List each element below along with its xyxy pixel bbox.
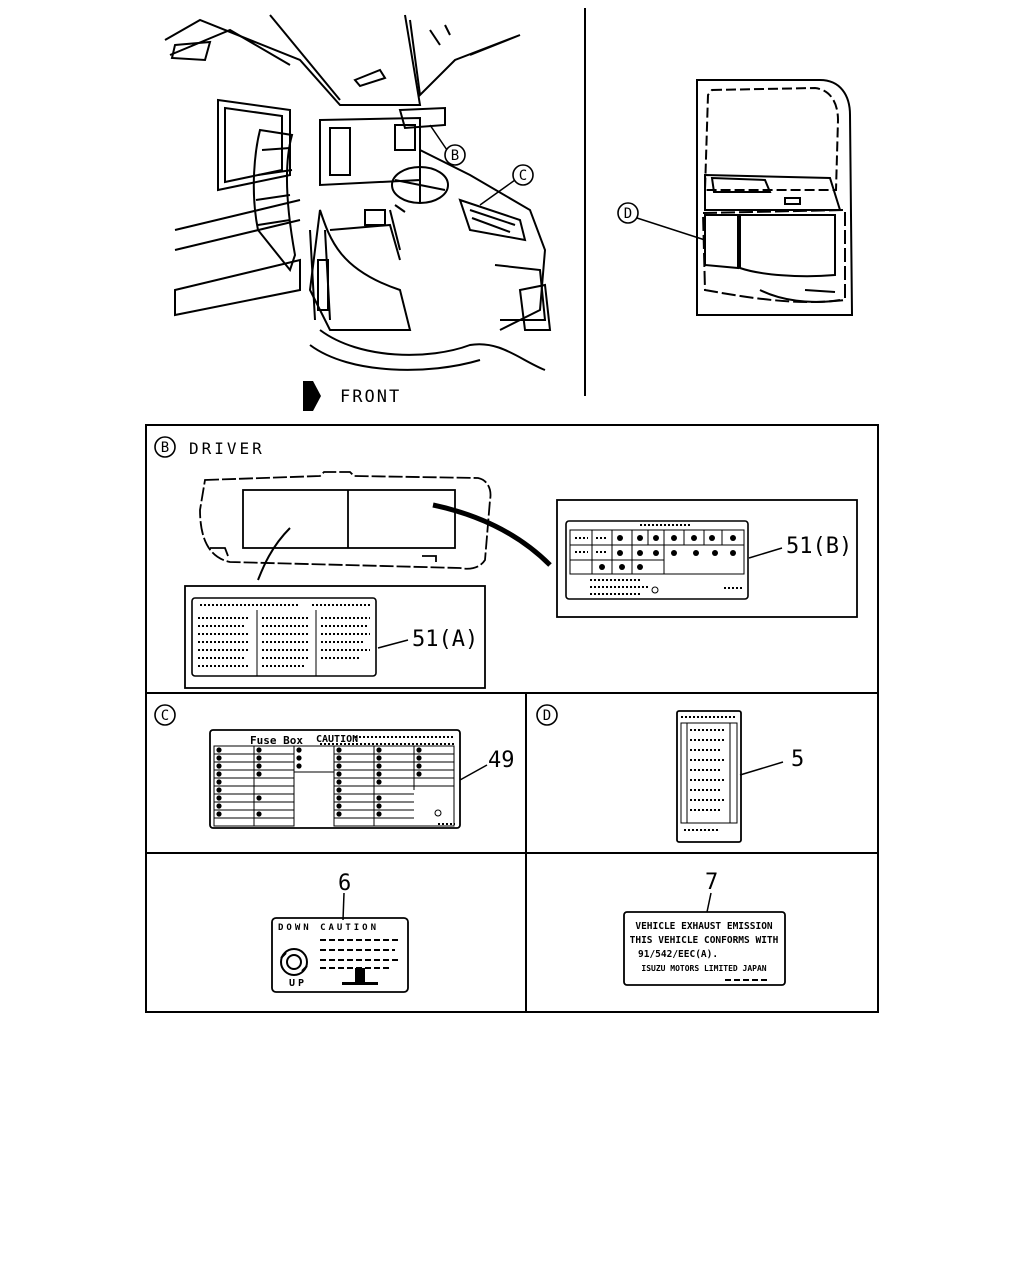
fuse-caution-heading: CAUTION — [316, 734, 358, 745]
svg-text:D: D — [624, 206, 632, 222]
panel-tilt-caution: 6 DOWN CAUTION UP — [271, 871, 409, 993]
panel-b-marker: B — [161, 440, 169, 456]
emission-line-1: VEHICLE EXHAUST EMISSION — [635, 921, 773, 932]
tilt-top-text: DOWN CAUTION — [278, 923, 379, 933]
svg-text:B: B — [451, 148, 459, 164]
emission-line-4: ISUZU MOTORS LIMITED JAPAN — [641, 964, 766, 973]
part-number-7: 7 — [705, 870, 718, 895]
svg-text:C: C — [519, 168, 527, 184]
fuse-box-heading: Fuse Box — [250, 734, 303, 747]
panel-fuse-box: C Fuse Box CAUTION — [154, 704, 515, 829]
tilt-arrow-icon — [280, 948, 308, 976]
panel-c-marker: C — [161, 708, 169, 724]
front-arrow-indicator: FRONT — [303, 381, 401, 411]
emission-line-3: 91/542/EEC(A). — [638, 949, 718, 960]
part-number-51a: 51(A) — [412, 627, 478, 652]
arrow-right-icon — [303, 381, 321, 411]
panel-driver: B DRIVER — [154, 436, 858, 689]
lever-icon — [342, 968, 378, 985]
detail-grid-frame — [145, 424, 879, 1013]
sun-visor-illustration — [199, 471, 552, 581]
callout-c-marker: C — [512, 164, 534, 186]
front-label: FRONT — [340, 387, 401, 407]
panel-d-marker: D — [543, 708, 551, 724]
part-number-6: 6 — [338, 871, 351, 896]
emission-line-2: THIS VEHICLE CONFORMS WITH — [630, 935, 779, 946]
callout-b-marker: B — [444, 144, 466, 166]
panel-door-label: D 5 — [536, 704, 804, 843]
cab-interior-illustration — [164, 14, 552, 371]
part-number-5: 5 — [791, 747, 804, 772]
callout-d-marker: D — [617, 202, 706, 241]
tilt-bottom-text: UP — [289, 978, 307, 989]
door-illustration — [696, 79, 854, 316]
panel-driver-title: DRIVER — [189, 439, 265, 458]
panel-emission-label: 7 VEHICLE EXHAUST EMISSION THIS VEHICLE … — [623, 870, 786, 986]
label-51a-box: 51(A) — [184, 585, 486, 689]
part-number-51b: 51(B) — [786, 534, 852, 559]
label-51b-box: 51(B) — [556, 499, 858, 618]
part-number-49: 49 — [488, 748, 515, 773]
